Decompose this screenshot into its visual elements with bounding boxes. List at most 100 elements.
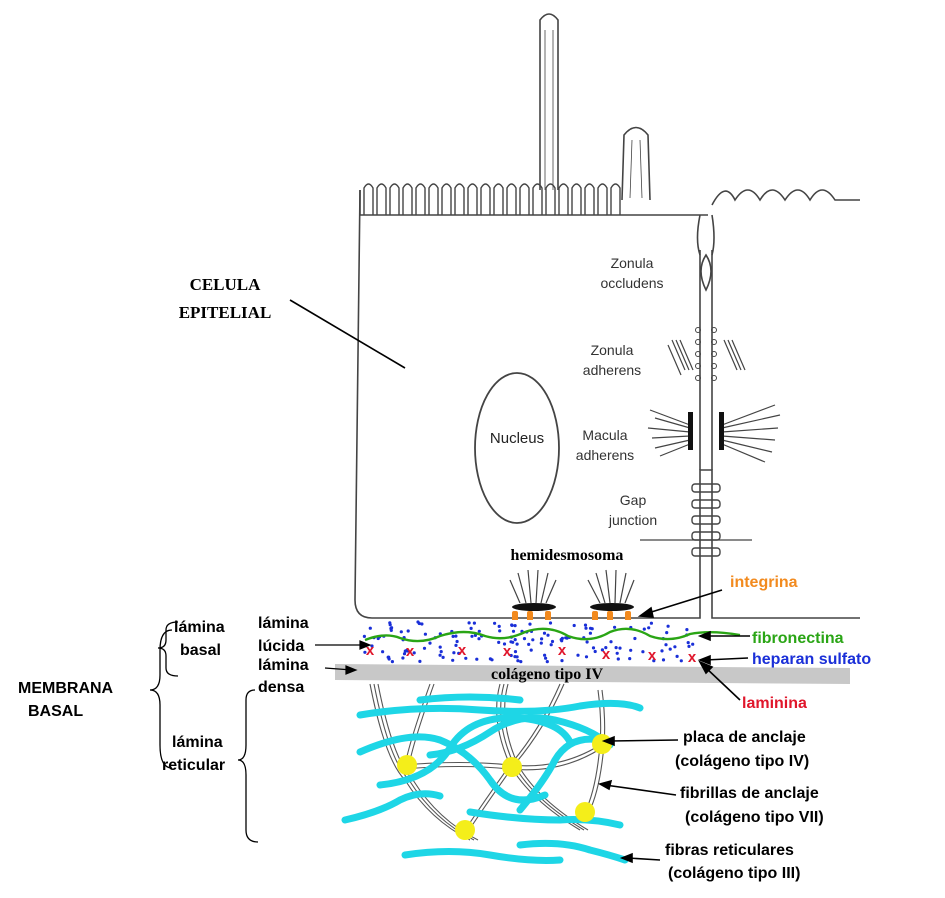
heparan-dot <box>652 659 656 663</box>
heparan-dot <box>428 641 432 645</box>
zonula-occludens-label-1: Zonula <box>611 255 654 271</box>
placa-label-1: placa de anclaje <box>683 729 806 746</box>
heparan-dot <box>399 630 403 634</box>
membrana-basal-label-2: BASAL <box>28 703 83 720</box>
zonula-adherens-label-1: Zonula <box>591 342 634 358</box>
bracket-lamina-reticular <box>237 689 259 843</box>
integrin-label: integrina <box>730 574 798 591</box>
heparan-dot <box>454 643 458 648</box>
junction-bead <box>695 351 701 357</box>
brackets <box>149 621 259 843</box>
heparan-sulfate-dots <box>362 620 695 664</box>
heparan-dot <box>660 649 664 653</box>
macula-adherens-label-1: Macula <box>582 427 627 443</box>
junction-bead <box>711 375 717 381</box>
gap-junction-discs <box>691 483 721 557</box>
stereocilium <box>621 126 651 201</box>
fibronectin-strand <box>364 627 741 643</box>
junction-bead <box>695 339 701 345</box>
heparan-dot <box>664 643 668 647</box>
heparan-dot <box>363 650 367 654</box>
microvillus <box>363 183 374 215</box>
heparan-dot <box>475 657 479 661</box>
reticular-fiber <box>516 735 604 814</box>
heparan-dot <box>402 652 407 656</box>
heparan-dot <box>588 631 593 635</box>
microvillus <box>532 183 543 215</box>
laminin-marker: x <box>648 647 657 664</box>
heparan-dot <box>604 646 608 650</box>
heparan-dot <box>539 641 543 645</box>
cilium <box>539 13 559 190</box>
microvillus <box>402 183 413 215</box>
heparan-dot <box>441 655 445 660</box>
microvillus <box>389 183 400 215</box>
microvilli-left <box>363 183 621 215</box>
gap-junction-label-1: Gap <box>620 492 647 508</box>
heparan-dot <box>560 639 564 643</box>
heparan-dot <box>647 626 651 630</box>
fibrillas-label-2: (colágeno tipo VII) <box>685 809 824 826</box>
lamina-lucida-label-1: lámina <box>258 615 309 632</box>
heparan-dot <box>368 626 372 630</box>
cell-outline <box>354 189 860 619</box>
heparan-dot <box>423 632 427 636</box>
heparan-dot <box>472 621 476 625</box>
heparan-dot <box>513 650 518 654</box>
heparan-dot <box>511 629 516 633</box>
heparan-dot <box>540 637 544 641</box>
heparan-dot <box>477 637 481 641</box>
macula-adherens-filaments <box>647 404 781 463</box>
heparan-dot <box>584 626 588 630</box>
lamina-basal-label-1: lámina <box>174 619 225 636</box>
heparan-dot <box>422 646 427 650</box>
heparan-dot <box>406 629 410 633</box>
heparan-dot <box>585 640 589 644</box>
heparan-dot <box>381 650 385 654</box>
reticular-fiber <box>341 790 444 824</box>
laminin-label: laminina <box>742 695 807 712</box>
heparan-dot <box>531 638 535 642</box>
heparan-dot <box>614 646 618 650</box>
heparan-dot <box>457 651 461 655</box>
heparan-dot <box>550 639 555 644</box>
heparan-dot <box>609 640 613 644</box>
junction-bead <box>711 339 717 345</box>
zonula-occludens-label-2: occludens <box>600 275 663 291</box>
heparan-dot <box>668 647 672 651</box>
heparan-dot <box>642 627 646 631</box>
heparan-dot <box>679 659 683 663</box>
heparan-dot <box>510 623 514 628</box>
lamina-reticular-label-2: reticular <box>162 757 225 774</box>
heparan-dot <box>516 659 520 663</box>
anchoring-plaque <box>575 802 595 822</box>
heparan-label: heparan sulfato <box>752 651 871 668</box>
lamina-densa-label-2: densa <box>258 679 304 696</box>
heparan-dot <box>438 645 442 649</box>
fibrillas-label-1: fibrillas de anclaje <box>680 785 819 802</box>
epithelial-cell-sketch <box>354 13 860 619</box>
heparan-dot <box>477 629 481 633</box>
microvillus <box>441 183 452 215</box>
heparan-dot <box>470 634 474 638</box>
heparan-dot <box>412 651 416 655</box>
heparan-dot <box>420 622 424 626</box>
stereocilium-inner <box>629 139 643 199</box>
laminin-marker: x <box>366 642 375 659</box>
heparan-dot <box>498 629 502 633</box>
hemidesmosome-filaments <box>509 569 635 604</box>
hemidesmosome-plaque-right <box>590 603 634 611</box>
heparan-dot <box>590 627 594 631</box>
right-pointer-arrows <box>597 589 750 864</box>
hemidesmosome-label: hemidesmosoma <box>511 547 624 564</box>
heparan-dot <box>687 644 691 649</box>
microvillus <box>467 183 478 215</box>
reticular-fiber <box>376 714 574 789</box>
heparan-dot <box>572 623 576 628</box>
heparan-dot <box>584 655 589 659</box>
zonula-adherens-filaments <box>667 339 746 376</box>
fibras-label-2: (colágeno tipo III) <box>668 865 800 882</box>
microvillus <box>493 183 504 215</box>
